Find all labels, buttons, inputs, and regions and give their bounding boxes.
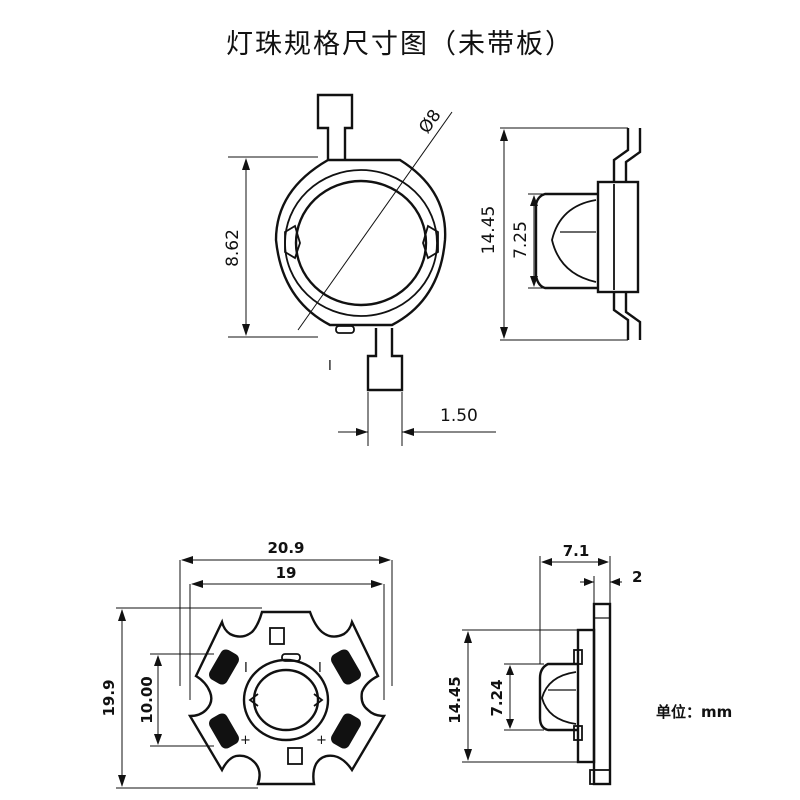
board-minus-right: I	[318, 661, 322, 676]
board-height-label: 19.9	[100, 679, 118, 716]
height-8-62-label: 8.62	[223, 229, 243, 267]
board-side-view: 7.1 2 14.45 7.24	[446, 542, 642, 786]
polarity-mark: I	[328, 359, 332, 374]
board-side-lens-height-label: 7.24	[488, 679, 506, 716]
board-side-depth-label: 7.1	[563, 542, 590, 560]
side-lens-height-label: 7.25	[511, 221, 531, 259]
board-inner-height-label: 10.00	[138, 676, 156, 723]
diagram-title: 灯珠规格尺寸图（未带板）	[226, 29, 574, 60]
lead-width-label: 1.50	[440, 406, 478, 426]
board-plus-left: +	[240, 733, 251, 748]
board-thickness-label: 2	[632, 568, 642, 586]
led-top-view: I Ø8 8.62 1.50	[223, 93, 496, 446]
board-plus-right: +	[316, 733, 327, 748]
star-board-view: I I + + 20.9 19 19.9 10.00	[100, 539, 393, 789]
led-side-view: 14.45 7.25	[479, 127, 642, 341]
unit-label: 单位：mm	[656, 703, 732, 721]
board-width-outer-label: 20.9	[267, 539, 304, 557]
board-width-inner-label: 19	[276, 564, 297, 582]
board-minus-left: I	[244, 661, 248, 676]
board-side-total-height-label: 14.45	[446, 676, 464, 723]
side-total-height-label: 14.45	[479, 206, 499, 255]
diameter-label: Ø8	[415, 106, 445, 137]
